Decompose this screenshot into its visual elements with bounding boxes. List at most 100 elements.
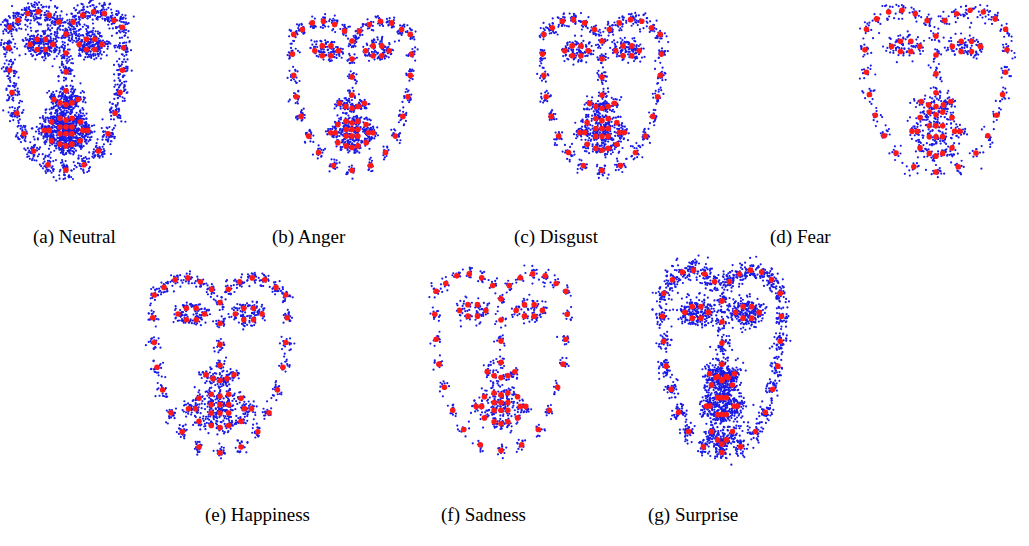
scatter-dot: [53, 14, 55, 16]
scatter-dot: [60, 46, 62, 48]
scatter-dot: [18, 13, 20, 15]
scatter-dot: [30, 53, 32, 55]
scatter-dot: [88, 158, 90, 160]
scatter-dot: [90, 56, 92, 58]
scatter-dot: [23, 148, 25, 150]
scatter-dot: [93, 152, 95, 154]
scatter-dot: [8, 63, 10, 65]
scatter-dot: [113, 64, 115, 66]
scatter-dot: [110, 15, 112, 17]
scatter-dot: [71, 37, 73, 39]
scatter-dot: [53, 168, 55, 170]
scatter-dot: [66, 13, 68, 15]
scatter-dot: [123, 81, 125, 83]
scatter-dot: [113, 80, 115, 82]
scatter-dot: [102, 39, 104, 41]
scatter-dot: [70, 69, 72, 71]
scatter-dot: [71, 34, 73, 36]
scatter-dot: [61, 37, 63, 39]
scatter-dot: [80, 9, 82, 11]
scatter-dot: [98, 157, 100, 159]
scatter-dot: [65, 160, 67, 162]
scatter-dot: [40, 14, 42, 16]
scatter-dot: [93, 148, 95, 150]
scatter-dot: [127, 50, 129, 52]
scatter-dot: [119, 31, 121, 33]
scatter-dot: [117, 83, 119, 85]
scatter-dot: [41, 51, 43, 53]
scatter-dot: [25, 39, 27, 41]
scatter-dot: [30, 27, 32, 29]
scatter-dot: [116, 104, 118, 106]
scatter-dot: [82, 26, 84, 28]
scatter-dot: [22, 14, 24, 16]
scatter-dot: [75, 37, 77, 39]
scatter-dot: [14, 107, 16, 109]
scatter-dot: [127, 30, 129, 32]
scatter-dot: [18, 54, 20, 56]
scatter-dot: [29, 158, 31, 160]
scatter-dot: [55, 179, 57, 181]
scatter-dot: [77, 158, 79, 160]
scatter-dot: [24, 140, 26, 142]
scatter-dot: [99, 10, 101, 12]
scatter-dot: [81, 160, 83, 162]
scatter-dot: [85, 52, 87, 54]
scatter-dot: [33, 19, 35, 21]
scatter-dot: [56, 15, 58, 17]
scatter-dot: [80, 168, 82, 170]
scatter-dot: [110, 118, 112, 120]
scatter-dot: [61, 159, 63, 161]
scatter-dot: [103, 143, 105, 145]
scatter-dot: [17, 136, 19, 138]
scatter-dot: [0, 42, 2, 44]
scatter-dot: [33, 4, 35, 6]
scatter-dot: [3, 43, 5, 45]
scatter-dot: [98, 53, 100, 55]
scatter-dot: [122, 76, 124, 78]
scatter-dot: [19, 118, 21, 120]
scatter-dot: [7, 85, 9, 87]
scatter-dot: [49, 29, 51, 31]
scatter-dot: [79, 54, 81, 56]
scatter-dot: [38, 133, 40, 135]
scatter-dot: [125, 29, 127, 31]
scatter-dot: [102, 7, 104, 9]
scatter-dot: [124, 23, 126, 25]
scatter-dot: [88, 2, 90, 4]
scatter-dot: [63, 57, 65, 59]
scatter-dot: [82, 46, 84, 48]
scatter-dot: [114, 84, 116, 86]
scatter-dot: [71, 87, 73, 89]
scatter-dot: [16, 132, 18, 134]
scatter-dot: [68, 26, 70, 28]
scatter-dot: [42, 162, 44, 164]
scatter-dot: [98, 38, 100, 40]
scatter-dot: [77, 162, 79, 164]
scatter-dot: [70, 55, 72, 57]
scatter-dot: [50, 95, 52, 97]
scatter-dot: [18, 122, 20, 124]
scatter-dot: [2, 33, 4, 35]
scatter-dot: [87, 42, 89, 44]
scatter-dot: [12, 62, 14, 64]
scatter-dot: [78, 10, 80, 12]
scatter-dot: [42, 153, 44, 155]
scatter-dot: [18, 27, 20, 29]
scatter-dot: [88, 151, 90, 153]
scatter-dot: [69, 34, 71, 36]
scatter-dot: [87, 56, 89, 58]
scatter-dot: [59, 29, 61, 31]
scatter-dot: [92, 22, 94, 24]
scatter-dot: [13, 17, 15, 19]
scatter-dot: [100, 57, 102, 59]
scatter-dot: [47, 23, 49, 25]
scatter-dot: [87, 27, 89, 29]
scatter-dot: [33, 35, 35, 37]
scatter-dot: [45, 117, 47, 119]
scatter-dot: [72, 41, 74, 43]
scatter-dot: [46, 19, 48, 21]
scatter-dot: [45, 6, 47, 8]
scatter-dot: [4, 19, 6, 21]
scatter-dot: [80, 155, 82, 157]
